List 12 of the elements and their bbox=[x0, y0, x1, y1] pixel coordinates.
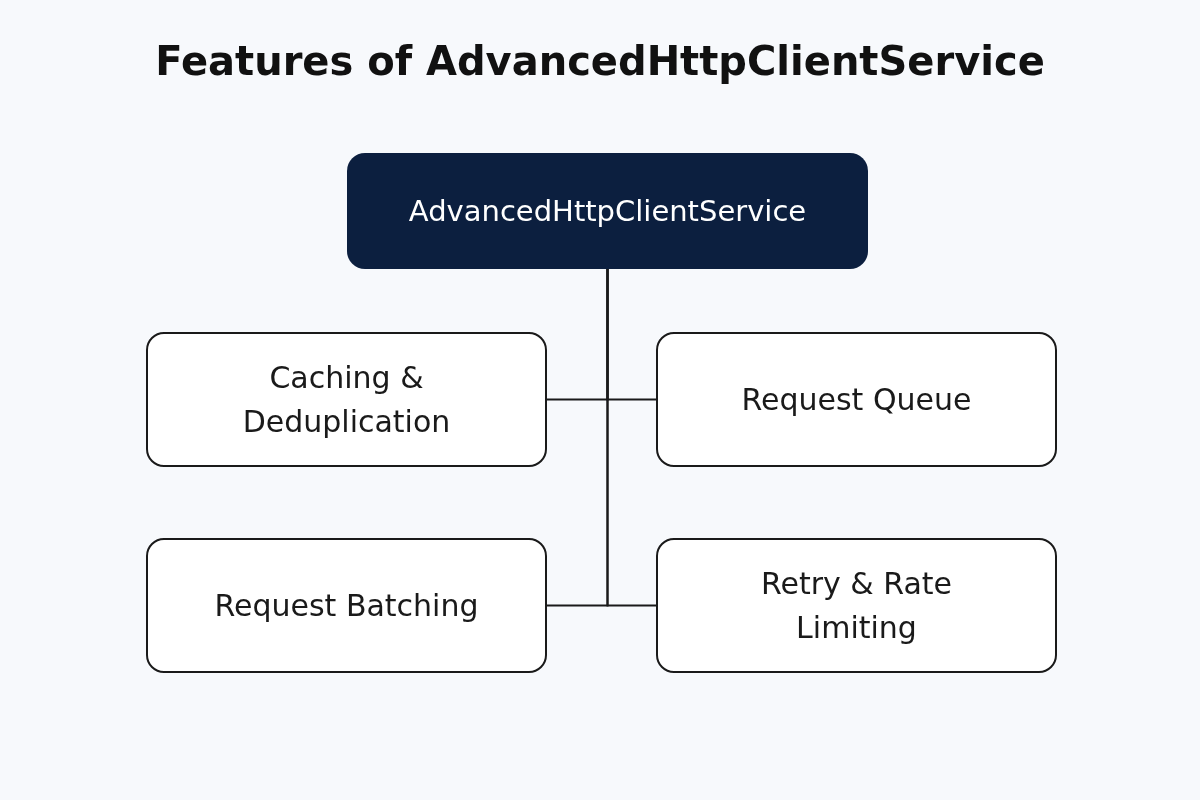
feature-label: Caching & Deduplication bbox=[241, 359, 452, 441]
feature-label: Retry & Rate Limiting bbox=[759, 565, 954, 647]
root-box bbox=[347, 153, 868, 269]
feature-box bbox=[146, 538, 547, 673]
root-label: AdvancedHttpClientService bbox=[408, 194, 807, 228]
connector-line bbox=[606, 268, 657, 607]
feature-box bbox=[656, 538, 1057, 673]
feature-box bbox=[146, 332, 547, 467]
feature-label: Request Batching bbox=[214, 586, 479, 625]
feature-label: Request Queue bbox=[741, 380, 972, 419]
diagram-title: Features of AdvancedHttpClientService bbox=[154, 38, 1046, 84]
feature-box bbox=[656, 332, 1057, 467]
